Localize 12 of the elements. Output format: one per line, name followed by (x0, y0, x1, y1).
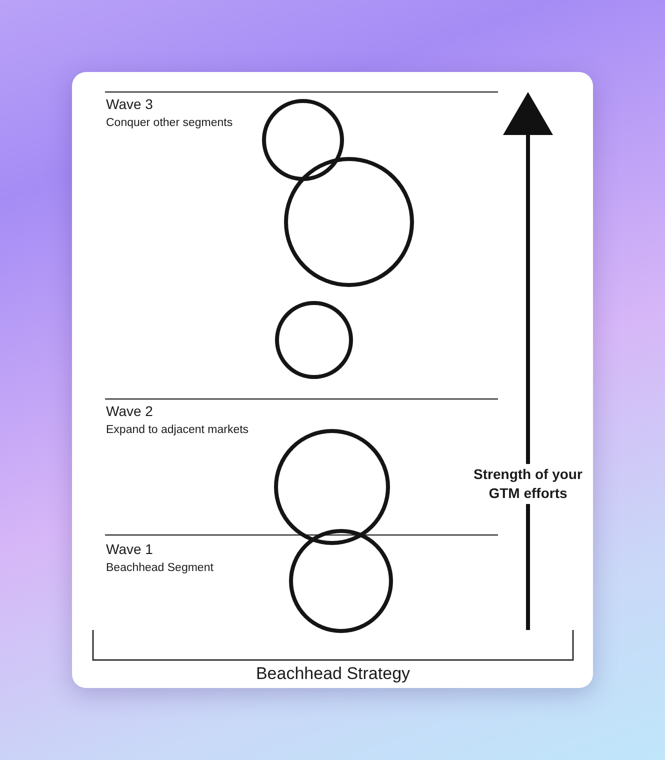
circle (275, 301, 353, 379)
wave-title: Wave 1 (106, 541, 153, 557)
circle (284, 157, 414, 287)
bracket-label: Beachhead Strategy (256, 664, 410, 684)
wave-description: Beachhead Segment (106, 562, 214, 574)
circle (262, 99, 344, 181)
wave-description: Conquer other segments (106, 117, 233, 129)
circle (274, 429, 390, 545)
wave-title: Wave 3 (106, 96, 153, 112)
wave-title: Wave 2 (106, 403, 153, 419)
circle (289, 529, 393, 633)
wave-description: Expand to adjacent markets (106, 424, 249, 436)
